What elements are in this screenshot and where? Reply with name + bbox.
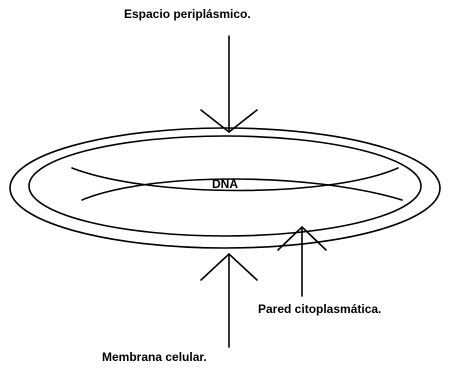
dna-strand-1: [71, 167, 399, 192]
dna-strand-2: [81, 178, 403, 201]
label-periplasmic-space: Espacio periplásmico.: [124, 7, 251, 21]
inner-ellipse-wall: [28, 135, 422, 237]
label-dna: DNA: [212, 177, 238, 191]
arrow-wall-head: [277, 226, 327, 251]
arrow-periplasmic-head: [200, 109, 258, 133]
arrow-membrane-head: [200, 253, 258, 281]
label-cell-membrane: Membrana celular.: [102, 350, 207, 364]
label-cytoplasmic-wall: Pared citoplasmática.: [258, 302, 381, 316]
